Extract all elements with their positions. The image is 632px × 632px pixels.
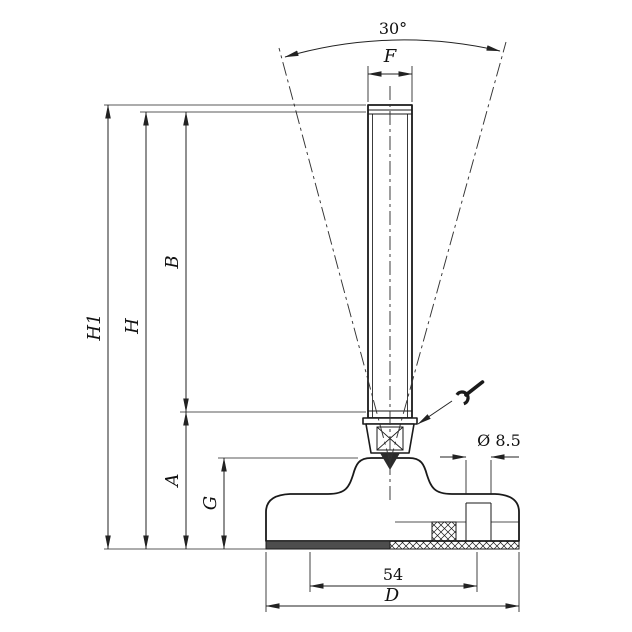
- dimension-54: 54: [309, 552, 478, 592]
- label-h: H: [122, 318, 143, 335]
- wrench-icon: [455, 380, 485, 406]
- extension-lines-hole: [465, 460, 492, 494]
- section-notch: [431, 521, 457, 542]
- angle-arc: [284, 39, 501, 58]
- label-b: B: [162, 255, 183, 269]
- dimension-b: B: [162, 111, 189, 413]
- dimension-d: D: [265, 552, 520, 612]
- dimension-h: H: [122, 111, 149, 550]
- dimension-a: A: [162, 411, 189, 550]
- thread-core-lines: [372, 114, 408, 418]
- swivel-leg-right: [389, 41, 507, 463]
- label-g: G: [200, 496, 221, 510]
- swivel-leg-left: [278, 47, 391, 463]
- label-swivel-angle: 30°: [379, 19, 407, 38]
- dimension-swivel-angle: 30°: [284, 19, 501, 58]
- dimension-f: F: [367, 46, 413, 102]
- label-54: 54: [383, 565, 403, 584]
- label-h1: H1: [84, 313, 105, 341]
- rubber-pad-left: [265, 540, 391, 550]
- dimension-h1: H1: [84, 104, 111, 550]
- mounting-hole: [465, 502, 492, 541]
- center-lines: [278, 41, 507, 500]
- dimension-g: G: [200, 457, 227, 550]
- label-a: A: [162, 474, 183, 489]
- label-hole-diameter: Ø 8.5: [477, 431, 521, 450]
- label-f: F: [383, 46, 398, 67]
- extension-lines-d: [265, 552, 520, 612]
- rubber-pad-section: [389, 540, 520, 550]
- label-d: D: [384, 585, 400, 606]
- leader-arrow: [417, 400, 453, 425]
- base-plate: [265, 457, 520, 542]
- dimension-hole: Ø 8.5: [440, 431, 521, 494]
